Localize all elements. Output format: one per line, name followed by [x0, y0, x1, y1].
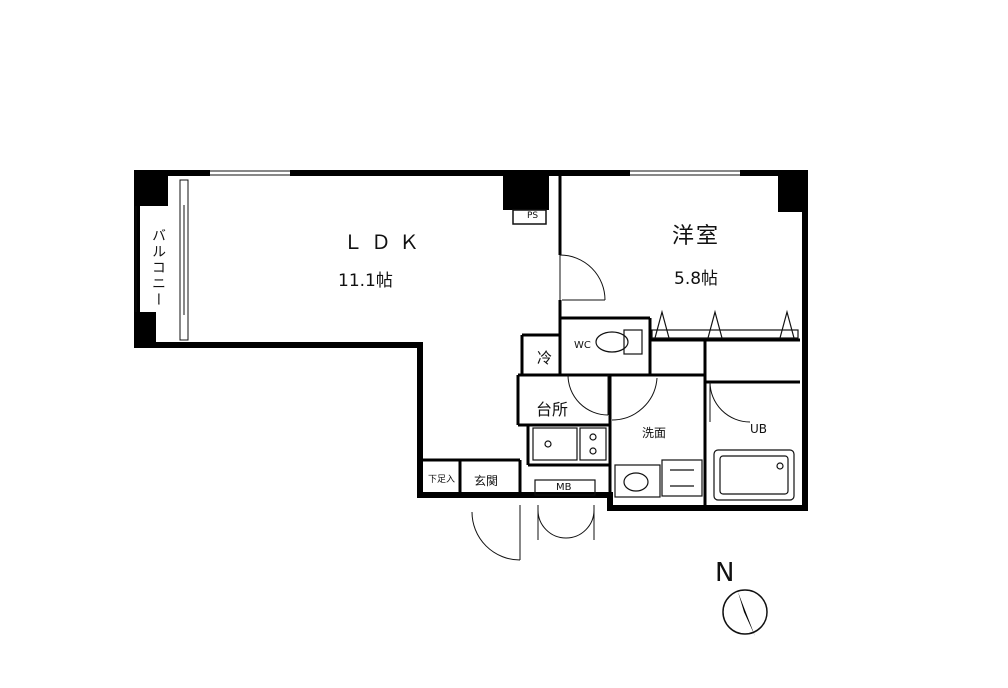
washroom-label: 洗面 — [642, 426, 667, 440]
compass-needle — [738, 592, 755, 636]
bedroom-size: 5.8帖 — [674, 269, 719, 289]
balcony-area — [135, 179, 189, 341]
bathtub — [713, 449, 795, 501]
shoe-box-label: 下足入 — [428, 475, 456, 485]
balcony-name: バルコニー — [150, 228, 166, 308]
fixtures — [532, 329, 795, 501]
wall-columns — [134, 170, 808, 348]
kitchen-name: 台所 — [536, 400, 569, 419]
toilet-tank — [623, 329, 643, 355]
doors — [471, 254, 751, 561]
entrance-label: 玄関 — [474, 474, 499, 488]
ldk-name: ＬＤＫ — [343, 230, 427, 254]
toilet-label: WC — [574, 340, 591, 351]
bath-label: UB — [750, 422, 768, 436]
fridge-label: 冷 — [537, 349, 553, 367]
mb-box — [534, 479, 596, 496]
mb-label: MB — [556, 482, 572, 493]
interior-walls — [420, 176, 800, 508]
ps-label: PS — [527, 211, 539, 221]
washer-pan — [661, 459, 703, 497]
compass — [722, 589, 768, 636]
windows — [210, 168, 740, 178]
ldk-size: 11.1帖 — [338, 271, 393, 291]
compass-label: N — [715, 558, 735, 588]
bedroom-name: 洋室 — [672, 224, 721, 249]
column-top-right — [778, 170, 808, 212]
kitchen-sink — [532, 427, 578, 461]
column-ps — [503, 170, 549, 210]
washbasin — [614, 464, 661, 498]
toilet-bowl — [595, 331, 629, 353]
stove — [579, 427, 607, 461]
column-bottom-left — [134, 312, 156, 348]
compass-circle — [722, 589, 768, 635]
closet-doors — [651, 309, 799, 339]
ps-box — [512, 209, 547, 225]
column-top-left — [134, 170, 168, 206]
